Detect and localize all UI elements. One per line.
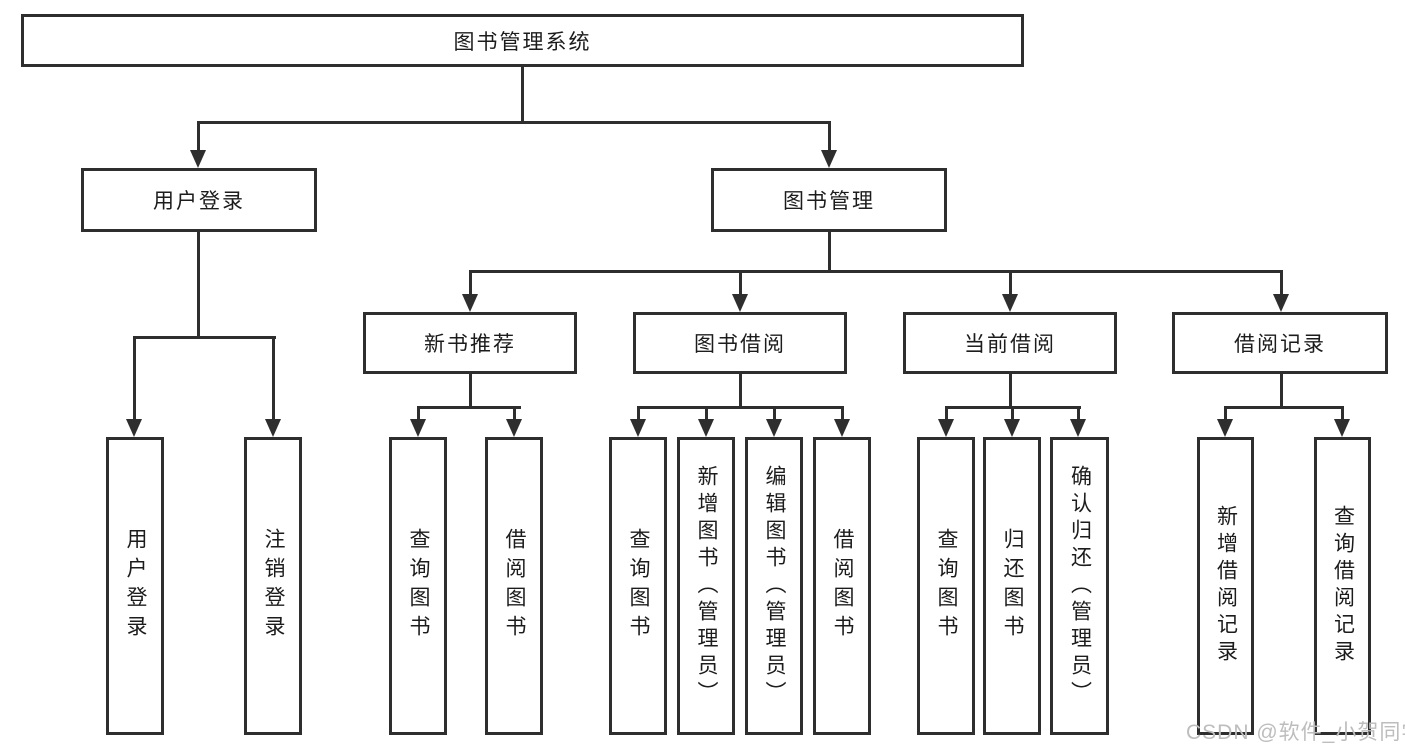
arrow-down-icon	[698, 419, 714, 437]
arrow-down-icon	[1004, 419, 1020, 437]
connector-to-new-book-recommend	[469, 270, 472, 296]
connector-to-current-borrowing	[1009, 270, 1012, 296]
arrow-down-icon	[126, 419, 142, 437]
arrow-down-icon	[1217, 419, 1233, 437]
connector-book-borrowing-stub	[739, 374, 742, 409]
node-book-borrowing: 图书借阅	[633, 312, 847, 374]
arrow-down-icon	[1002, 294, 1018, 312]
leaf-query-books-current: 查询图书	[917, 437, 975, 735]
connector-leaf-stem	[841, 406, 844, 420]
connector-to-borrow-records	[1280, 270, 1283, 296]
leaf-edit-book-admin: 编辑图书（管理员）	[745, 437, 803, 735]
leaf-user-login: 用户登录	[106, 437, 164, 735]
leaf-add-book-admin: 新增图书（管理员）	[677, 437, 735, 735]
connector-user-login-split	[133, 336, 276, 339]
arrow-down-icon	[506, 419, 522, 437]
arrow-down-icon	[732, 294, 748, 312]
connector-root-split	[197, 121, 831, 124]
connector-to-leaf-logout	[272, 336, 275, 421]
connector-current-borrowing-stub	[1009, 374, 1012, 409]
arrow-down-icon	[462, 294, 478, 312]
arrow-down-icon	[938, 419, 954, 437]
leaf-logout: 注销登录	[244, 437, 302, 735]
connector-leaf-stem	[1077, 406, 1080, 420]
leaf-borrow-books-recommend: 借阅图书	[485, 437, 543, 735]
connector-leaf-stem	[773, 406, 776, 420]
connector-book-management-stub	[828, 232, 831, 273]
connector-leaf-stem	[945, 406, 948, 420]
arrow-down-icon	[1273, 294, 1289, 312]
connector-to-book-borrowing	[739, 270, 742, 296]
connector-leaf-stem	[637, 406, 640, 420]
arrow-down-icon	[265, 419, 281, 437]
leaf-borrow-books-borrowing: 借阅图书	[813, 437, 871, 735]
connector-leaf-stem	[1224, 406, 1227, 420]
arrow-down-icon	[766, 419, 782, 437]
node-current-borrowing: 当前借阅	[903, 312, 1117, 374]
node-library-system: 图书管理系统	[21, 14, 1024, 67]
leaf-add-borrow-record: 新增借阅记录	[1197, 437, 1254, 735]
connector-borrow-records-split	[1224, 406, 1344, 409]
arrow-down-icon	[630, 419, 646, 437]
connector-leaf-stem	[1011, 406, 1014, 420]
arrow-down-icon	[410, 419, 426, 437]
connector-new-book-split	[417, 406, 521, 409]
connector-leaf-stem	[1341, 406, 1344, 420]
connector-to-book-management	[828, 121, 831, 153]
node-new-book-recommend: 新书推荐	[363, 312, 577, 374]
csdn-watermark: CSDN @软件_小贺同学	[1186, 721, 1405, 744]
arrow-down-icon	[821, 150, 837, 168]
leaf-query-books-borrowing: 查询图书	[609, 437, 667, 735]
connector-leaf-stem	[705, 406, 708, 420]
connector-to-leaf-user-login	[133, 336, 136, 421]
arrow-down-icon	[1334, 419, 1350, 437]
node-borrow-records: 借阅记录	[1172, 312, 1388, 374]
arrow-down-icon	[190, 150, 206, 168]
connector-book-borrowing-split	[637, 406, 844, 409]
node-book-management: 图书管理	[711, 168, 947, 232]
connector-borrow-records-stub	[1280, 374, 1283, 409]
arrow-down-icon	[834, 419, 850, 437]
connector-new-book-stub	[469, 374, 472, 409]
connector-to-user-login	[197, 121, 200, 153]
arrow-down-icon	[1070, 419, 1086, 437]
connector-leaf-stem	[417, 406, 420, 420]
leaf-return-books: 归还图书	[983, 437, 1041, 735]
node-user-login: 用户登录	[81, 168, 317, 232]
connector-root-stub	[521, 67, 524, 124]
leaf-query-borrow-record: 查询借阅记录	[1314, 437, 1371, 735]
connector-user-login-stub	[197, 232, 200, 339]
connector-book-management-split	[469, 270, 1283, 273]
connector-leaf-stem	[513, 406, 516, 420]
leaf-confirm-return-admin: 确认归还（管理员）	[1050, 437, 1109, 735]
leaf-query-books-recommend: 查询图书	[389, 437, 447, 735]
